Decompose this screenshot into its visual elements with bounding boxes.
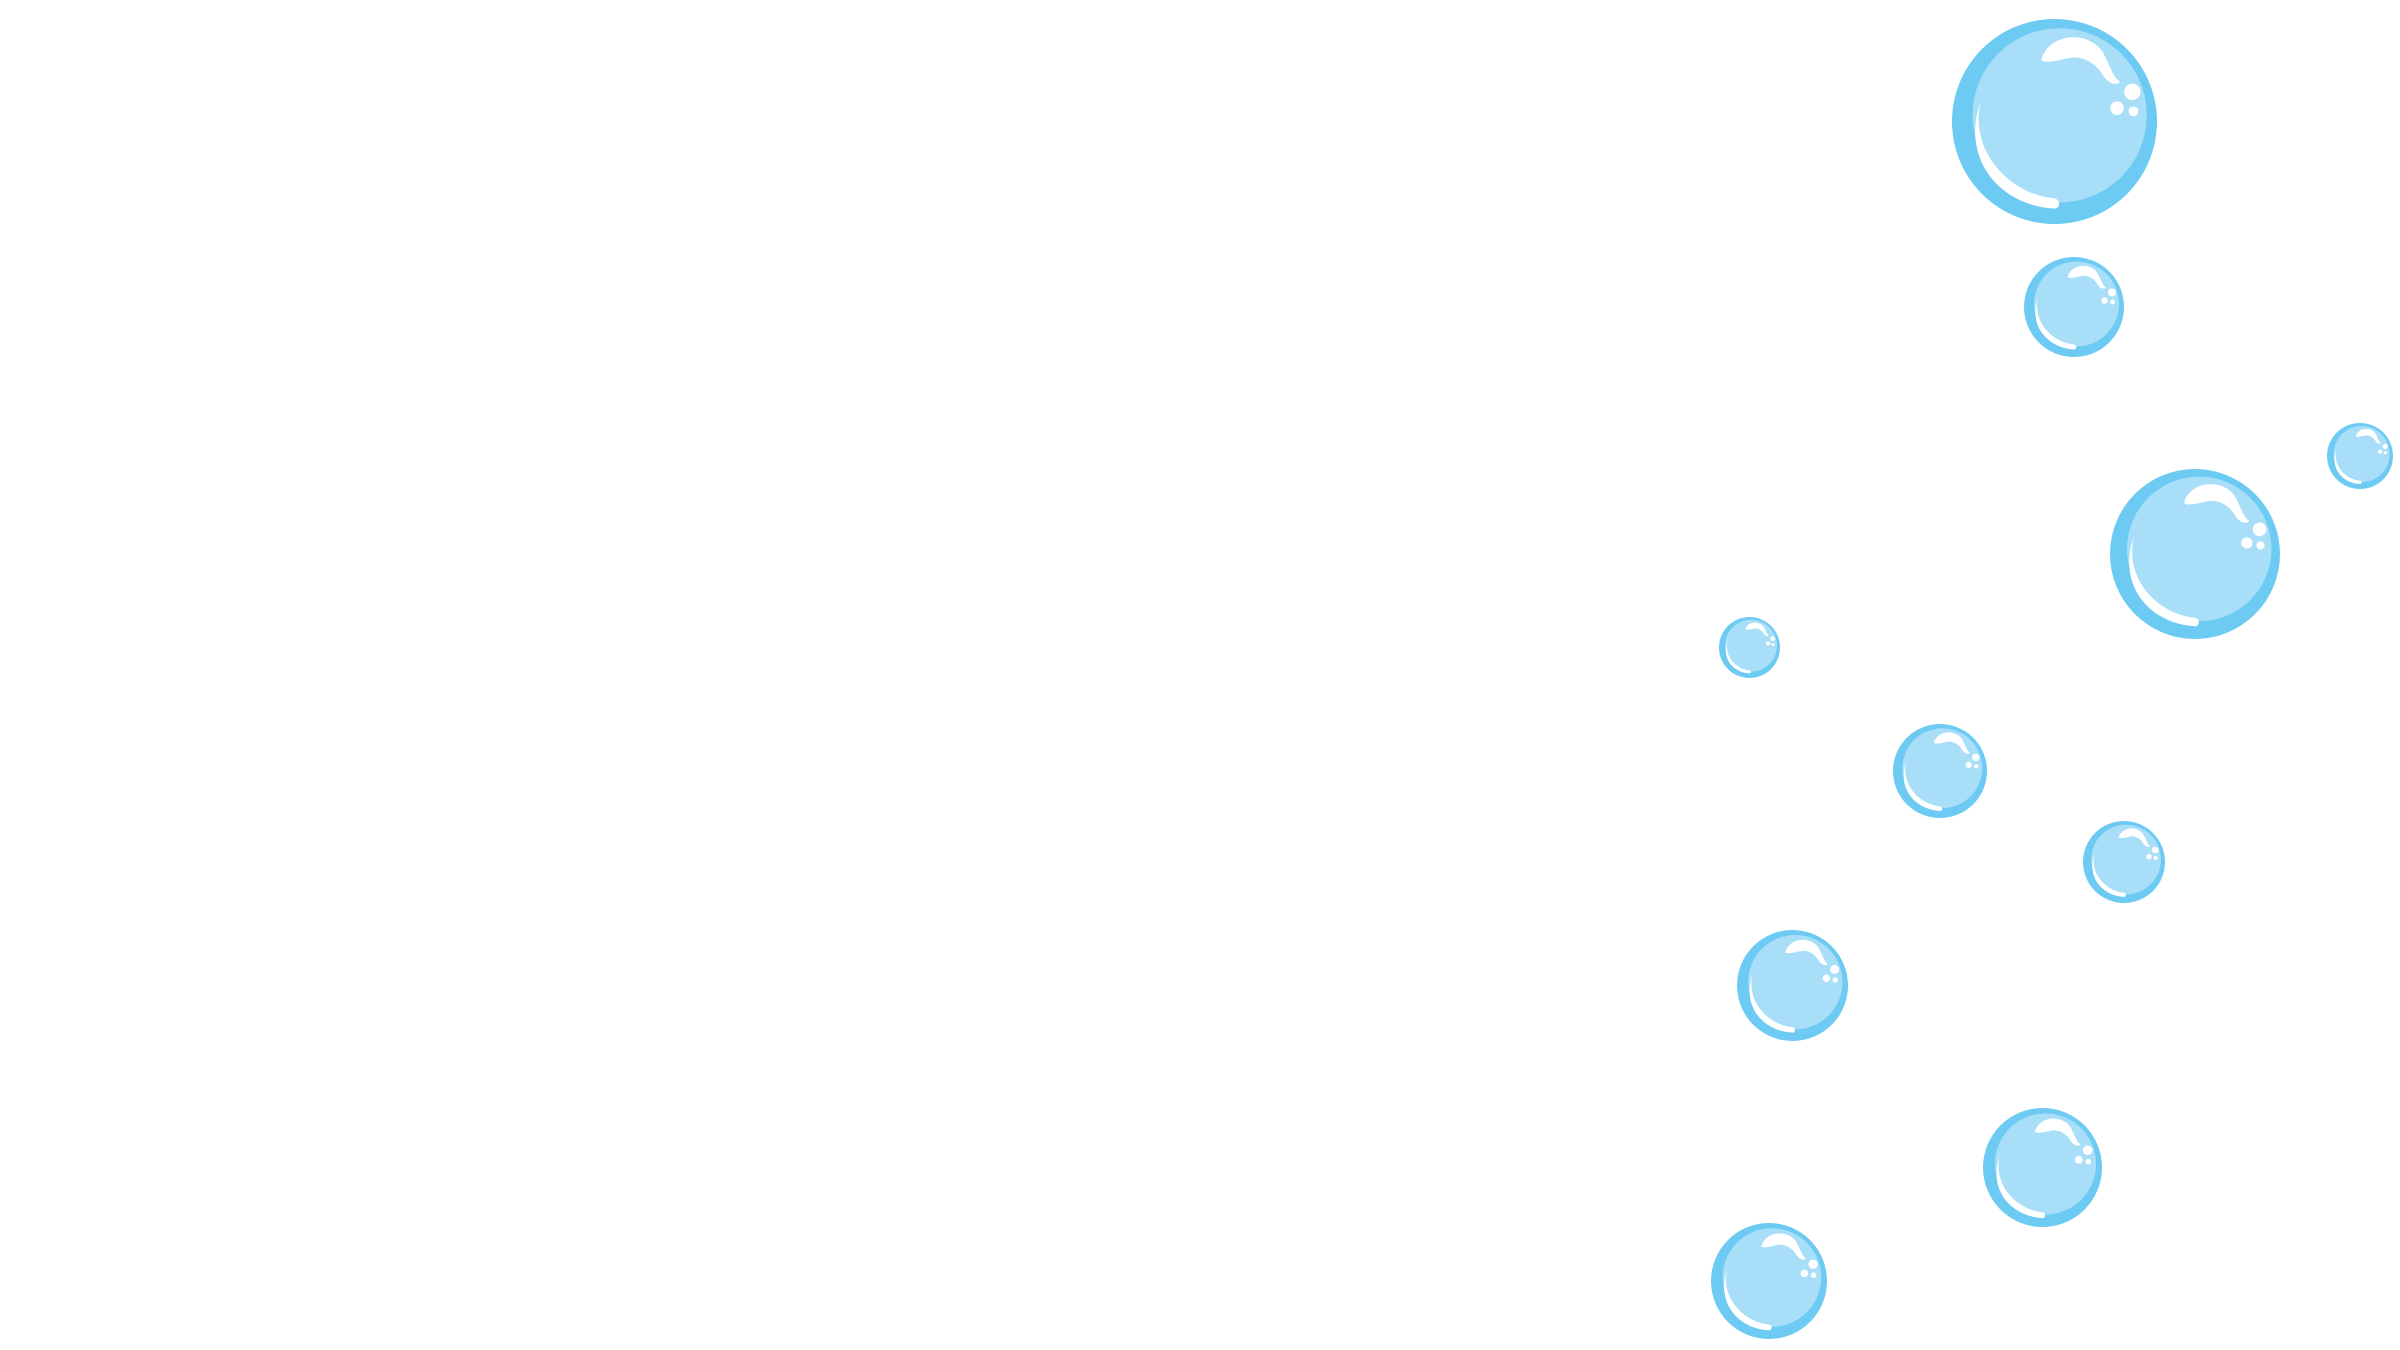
bubble bbox=[2083, 821, 2165, 903]
bubble bbox=[1893, 724, 1987, 818]
bubble bbox=[1737, 930, 1848, 1041]
bubble bbox=[1952, 19, 2157, 224]
bubble bbox=[2024, 257, 2124, 357]
bubble bbox=[2110, 469, 2280, 639]
bubble bbox=[1983, 1108, 2102, 1227]
bubble bbox=[1719, 617, 1780, 678]
bubble bbox=[2327, 423, 2393, 489]
bubble bbox=[1711, 1223, 1827, 1339]
